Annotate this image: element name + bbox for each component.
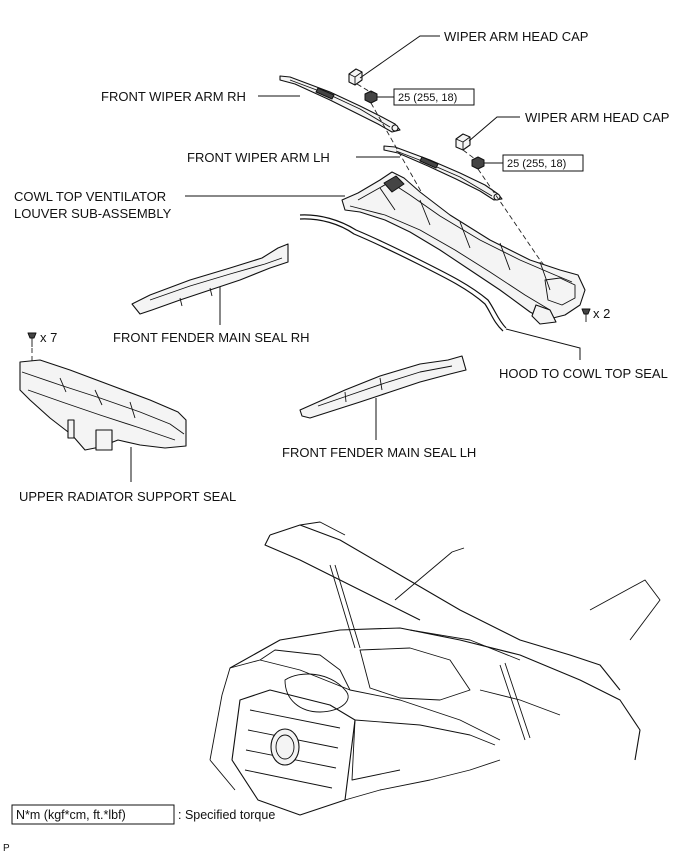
legend-description: : Specified torque bbox=[178, 808, 275, 822]
label-front-wiper-arm-rh: FRONT WIPER ARM RH bbox=[101, 89, 246, 104]
nut-lh bbox=[471, 156, 485, 170]
clip-icon-radiator bbox=[27, 332, 37, 347]
radiator-clip-count: x 7 bbox=[40, 330, 57, 345]
legend: N*m (kgf*cm, ft.*lbf) : Specified torque bbox=[11, 804, 275, 825]
front-wiper-arm-rh bbox=[279, 75, 401, 133]
leader-wiper-cap-2 bbox=[468, 116, 520, 142]
front-fender-main-seal-rh bbox=[131, 243, 289, 315]
hood-to-cowl-top-seal bbox=[299, 214, 507, 332]
label-front-fender-main-seal-rh: FRONT FENDER MAIN SEAL RH bbox=[113, 330, 309, 345]
wiper-arm-head-cap-1 bbox=[348, 68, 363, 86]
vehicle-hood-open-illustration bbox=[209, 521, 661, 816]
torque-value-rh: 25 (255, 18) bbox=[398, 92, 457, 104]
leader-hood-seal bbox=[505, 328, 581, 360]
upper-radiator-support-seal bbox=[19, 359, 187, 451]
label-cowl-line1: COWL TOP VENTILATOR bbox=[14, 189, 166, 204]
label-wiper-arm-head-cap-1: WIPER ARM HEAD CAP bbox=[444, 29, 588, 44]
torque-value-lh: 25 (255, 18) bbox=[507, 158, 566, 170]
footer-code: P bbox=[3, 843, 10, 854]
torque-box-lh bbox=[502, 154, 584, 172]
clip-icon-cowl bbox=[581, 308, 591, 322]
front-fender-main-seal-lh bbox=[299, 355, 467, 419]
torque-box-rh bbox=[393, 88, 475, 106]
assembly-line-rh-2 bbox=[356, 83, 373, 94]
wiper-arm-head-cap-2 bbox=[455, 133, 471, 151]
leader-wiper-cap-1 bbox=[359, 35, 440, 79]
label-hood-to-cowl-top-seal: HOOD TO COWL TOP SEAL bbox=[499, 366, 668, 381]
cowl-clip-count: x 2 bbox=[593, 306, 610, 321]
legend-unit-text: N*m (kgf*cm, ft.*lbf) bbox=[16, 808, 126, 822]
legend-unit-box bbox=[11, 804, 175, 825]
label-front-fender-main-seal-lh: FRONT FENDER MAIN SEAL LH bbox=[282, 445, 476, 460]
label-wiper-arm-head-cap-2: WIPER ARM HEAD CAP bbox=[525, 110, 669, 125]
label-upper-radiator-support-seal: UPPER RADIATOR SUPPORT SEAL bbox=[19, 489, 236, 504]
cowl-top-ventilator-louver bbox=[341, 171, 586, 325]
assembly-line-lh-2 bbox=[462, 149, 476, 160]
nut-rh bbox=[364, 90, 378, 104]
label-front-wiper-arm-lh: FRONT WIPER ARM LH bbox=[187, 150, 330, 165]
label-cowl-line2: LOUVER SUB-ASSEMBLY bbox=[14, 206, 172, 221]
